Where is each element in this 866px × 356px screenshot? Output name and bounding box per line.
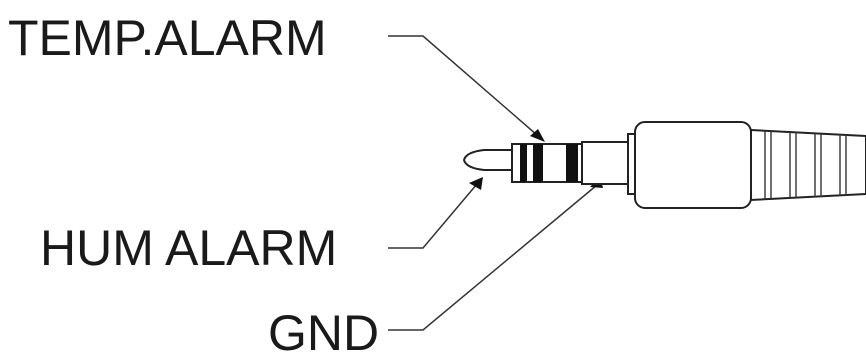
strain-relief-ridges [764, 131, 847, 199]
jack-band-3 [566, 144, 578, 182]
jack-collar [627, 133, 636, 195]
jack-band-2 [533, 144, 543, 182]
jack-sleeve [581, 141, 629, 185]
jack-band-1 [520, 144, 527, 182]
hum-alarm-arrowhead [469, 177, 483, 190]
gnd-label: GND [268, 305, 379, 356]
jack-strain-relief [750, 128, 866, 202]
temp-alarm-leader-line [388, 35, 538, 136]
temp-alarm-label: TEMP.ALARM [8, 10, 327, 66]
hum-alarm-label: HUM ALARM [40, 220, 337, 276]
gnd-leader-line [388, 184, 598, 331]
hum-alarm-leader-line [388, 183, 478, 249]
temp-alarm-arrowhead [530, 129, 545, 142]
jack-body [634, 121, 752, 209]
audio-jack-plug [462, 121, 866, 209]
jack-tip [462, 149, 513, 171]
